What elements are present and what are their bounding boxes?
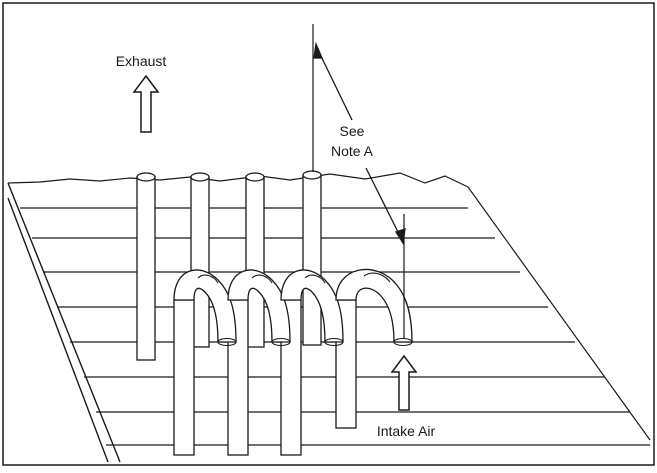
see-note-label-line1: See [340, 123, 365, 139]
roof-edge-right [467, 186, 651, 441]
exhaust-label: Exhaust [116, 53, 167, 69]
roof-ridge-line [7, 172, 469, 188]
leader-arrowhead-up [313, 41, 323, 59]
roof-edge-inner [7, 197, 109, 463]
exhaust-pipe-group [136, 170, 322, 361]
arrow-up-icon [390, 354, 418, 411]
exhaust-pipe-3 [245, 172, 265, 348]
intake-air-label: Intake Air [377, 423, 436, 439]
intake-elbow-group [173, 268, 413, 343]
elbow-coupling-bands [197, 272, 413, 347]
exhaust-pipe-4 [302, 170, 322, 346]
intake-riser-1 [173, 299, 195, 456]
exhaust-pipe-1 [136, 172, 156, 361]
roof-edge-outer [7, 182, 121, 463]
note-leader-lines [313, 41, 406, 245]
exhaust-pipe-2 [190, 172, 210, 348]
figure-border [2, 2, 655, 466]
leader-arrowhead-down [395, 228, 406, 245]
see-note-label-line2: Note A [331, 143, 374, 159]
arrow-up-icon [132, 74, 160, 133]
